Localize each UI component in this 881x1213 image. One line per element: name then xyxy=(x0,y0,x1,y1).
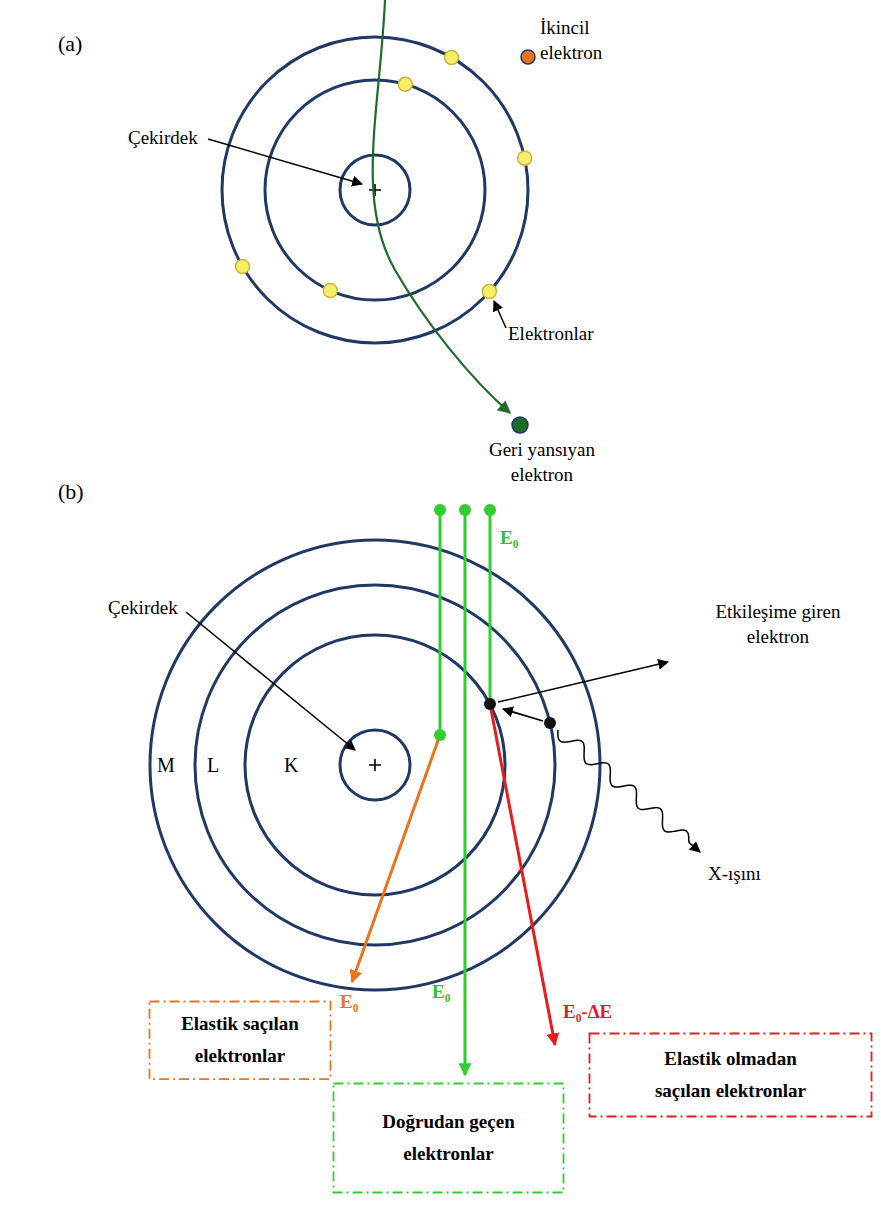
callout-label: Elektronlar xyxy=(508,322,593,347)
shell-electron xyxy=(544,717,556,729)
elastic-path xyxy=(352,735,440,982)
incident-beam xyxy=(464,510,467,1075)
beam-dot xyxy=(459,504,471,516)
callout-label: X-ışını xyxy=(708,862,761,887)
callout-label: Çekirdek xyxy=(108,596,178,621)
box-text: Elastik saçılan elektronlar xyxy=(160,1008,320,1073)
nucleus-circle xyxy=(340,730,410,800)
beam-dot xyxy=(434,504,446,516)
panel-label: (b) xyxy=(58,478,84,507)
leader-arrow xyxy=(498,662,668,702)
electron-dot xyxy=(323,284,337,298)
plus-symbol xyxy=(369,759,381,771)
electron-dot xyxy=(445,51,459,65)
transition-arrow xyxy=(503,709,543,721)
callout-label: Çekirdek xyxy=(128,126,198,151)
callout-label: İkincil elektron xyxy=(540,16,640,65)
beam-dot xyxy=(434,729,446,741)
box-text: Doğrudan geçen elektronlar xyxy=(359,1106,539,1171)
leader-arrow xyxy=(186,612,355,750)
secondary-electron xyxy=(521,50,535,64)
energy-label: E₀ xyxy=(340,990,358,1015)
plus-symbol xyxy=(369,184,381,196)
result-box: Doğrudan geçen elektronlar xyxy=(332,1082,565,1194)
backscattered-electron xyxy=(512,417,528,433)
panel-label: (a) xyxy=(58,30,82,59)
callout-label: Geri yansıyan elektron xyxy=(462,438,622,487)
electron-dot xyxy=(518,151,532,165)
dashdot-outline xyxy=(148,1000,332,1081)
shell-letter: K xyxy=(284,752,298,778)
electron-dot xyxy=(482,285,496,299)
incident-beam xyxy=(439,510,442,735)
inelastic-path xyxy=(490,704,555,1045)
incident-beam xyxy=(489,510,492,704)
leader-arrow xyxy=(208,139,362,184)
energy-label: E₀ xyxy=(432,980,450,1005)
electron-shell xyxy=(222,37,528,343)
leader-arrow xyxy=(494,301,506,328)
result-box: Elastik olmadan saçılan elektronlar xyxy=(588,1032,873,1118)
dashdot-outline xyxy=(334,1084,564,1193)
energy-label: E₀-ΔE xyxy=(563,1000,612,1025)
shell-letter: M xyxy=(157,752,175,778)
result-box: Elastik saçılan elektronlar xyxy=(148,1000,332,1081)
electron-path xyxy=(373,0,510,413)
dashdot-outline xyxy=(588,1032,873,1118)
box-text: Elastik olmadan saçılan elektronlar xyxy=(636,1043,826,1108)
dashdot-outline xyxy=(590,1034,872,1117)
interacting-electron xyxy=(484,698,496,710)
beam-dot xyxy=(484,504,496,516)
energy-label: E₀ xyxy=(500,526,518,551)
xray-wave xyxy=(558,730,700,852)
dashdot-outline xyxy=(150,1002,331,1080)
shell-letter: L xyxy=(207,752,219,778)
dashdot-outline xyxy=(332,1082,565,1194)
electron-dot xyxy=(398,77,412,91)
electron-dot xyxy=(236,260,250,274)
callout-label: Etkileşime giren elektron xyxy=(688,600,868,649)
